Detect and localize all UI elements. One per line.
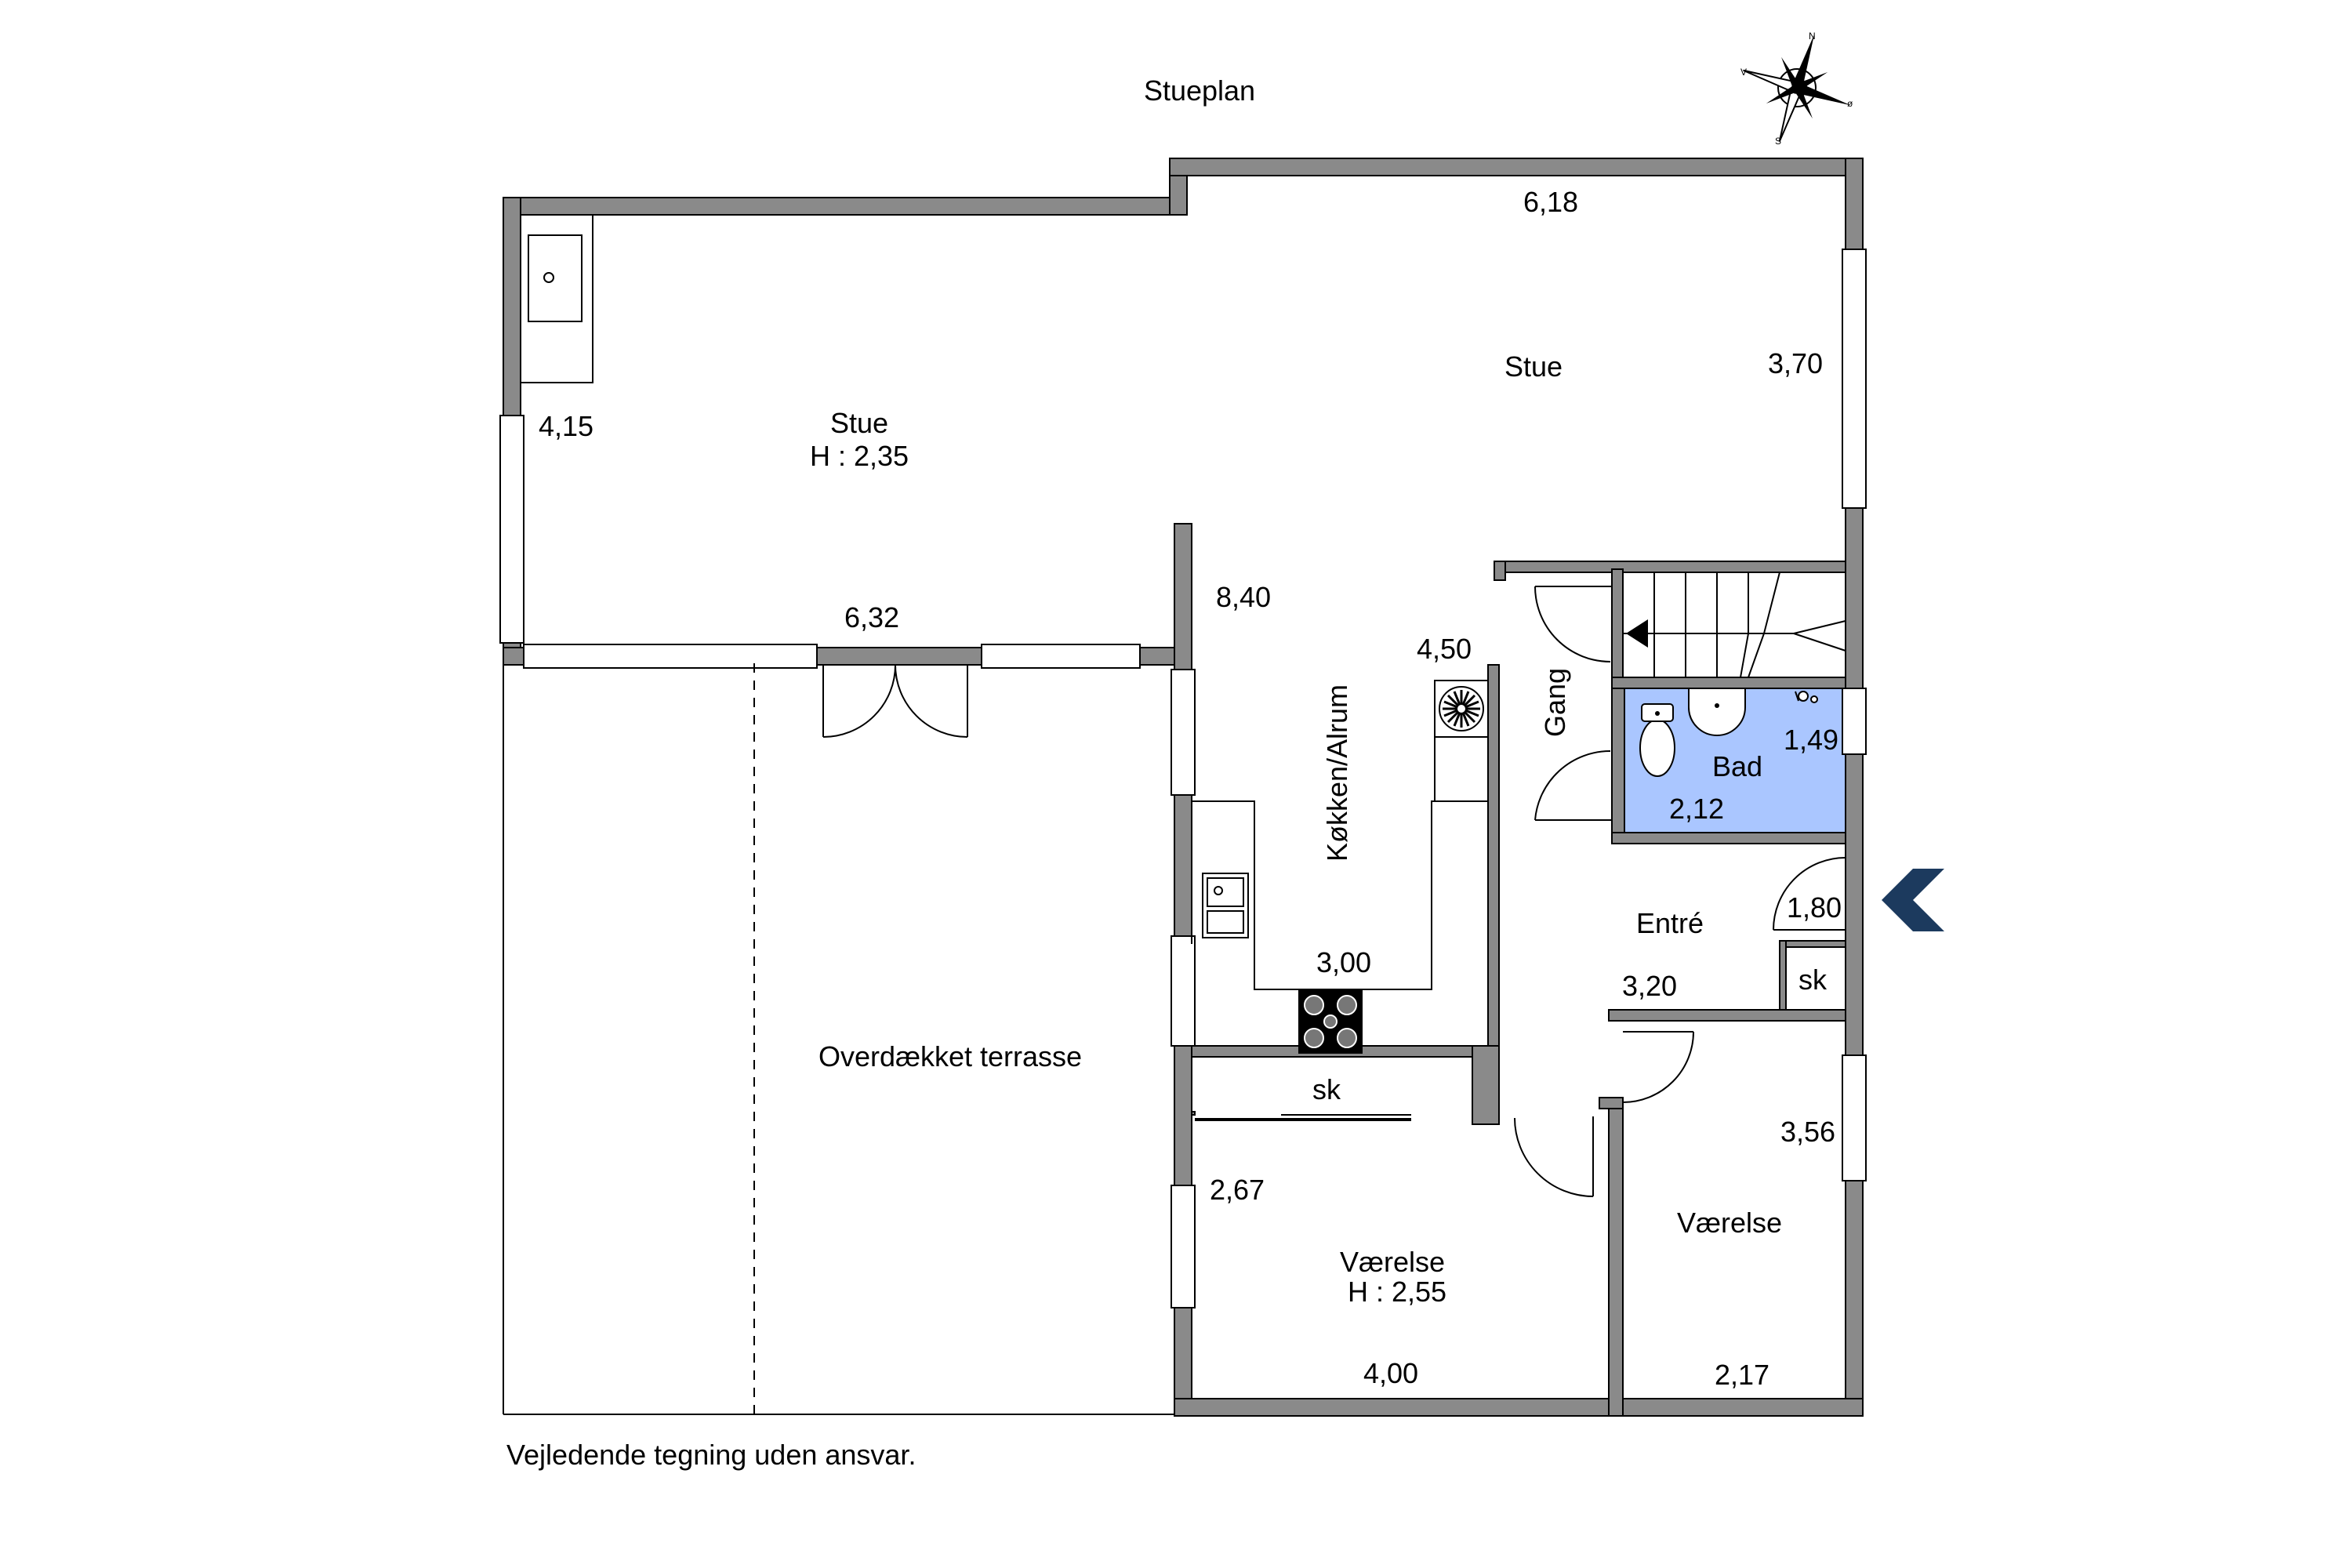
kitchen-dim-b: 3,00 (1316, 946, 1371, 978)
room-labels: Stue H : 2,35 6,32 4,15 Stue 6,18 3,70 K… (539, 186, 1842, 1391)
compass-n: N (1809, 31, 1816, 42)
stue-west-dim-width: 6,32 (844, 601, 899, 633)
stue-west-height: H : 2,35 (810, 440, 909, 472)
vaerelse-1-closet: sk (1312, 1073, 1341, 1105)
gang-name: Gang (1539, 668, 1571, 737)
kitchen-fixtures (520, 214, 1489, 1054)
plan-title: Stueplan (1144, 74, 1255, 107)
terrace-outline (503, 663, 1174, 1415)
vaerelse-1-dim-width: 4,00 (1363, 1357, 1418, 1389)
compass-o: ø (1847, 98, 1853, 109)
kitchen-dim-a: 4,50 (1417, 633, 1472, 665)
compass-v: V (1740, 67, 1747, 78)
vaerelse-2-dim-depth: 3,56 (1780, 1116, 1835, 1148)
compass-icon: N S V ø (1740, 31, 1853, 147)
bad-name: Bad (1712, 750, 1762, 782)
compass-s: S (1775, 136, 1781, 147)
bad-dim-width: 2,12 (1669, 793, 1724, 825)
disclaimer: Vejledende tegning uden ansvar. (506, 1439, 916, 1471)
vaerelse-1-height: H : 2,55 (1348, 1276, 1446, 1308)
doors (822, 586, 1846, 1197)
terrace-name: Overdækket terrasse (818, 1040, 1082, 1073)
staircase (1622, 572, 1846, 678)
entre-closet: sk (1798, 964, 1828, 996)
stue-west-dim-depth: 4,15 (539, 410, 593, 442)
interior-walls (1191, 561, 1846, 1417)
bad-dim-depth: 1,49 (1784, 724, 1838, 756)
vaerelse-1-dim-depth: 2,67 (1210, 1174, 1265, 1206)
stue-west-name: Stue (830, 407, 888, 439)
vaerelse-2-name: Værelse (1677, 1207, 1782, 1239)
vaerelse-1-name: Værelse (1340, 1246, 1445, 1278)
entre-name: Entré (1636, 907, 1704, 939)
entre-dim-depth: 1,80 (1787, 891, 1842, 924)
bathroom-fixtures (1639, 688, 1818, 777)
stue-east-dim-width: 6,18 (1523, 186, 1578, 218)
kitchen-dim-length: 8,40 (1216, 581, 1271, 613)
stue-east-dim-depth: 3,70 (1768, 347, 1823, 379)
kitchen-name: Køkken/Alrum (1321, 684, 1353, 862)
entrance-arrow-icon (1882, 869, 1944, 931)
vaerelse-2-dim-width: 2,17 (1715, 1359, 1769, 1391)
entre-dim-width: 3,20 (1622, 970, 1677, 1002)
windows (499, 249, 1867, 1308)
stue-east-name: Stue (1504, 350, 1563, 383)
